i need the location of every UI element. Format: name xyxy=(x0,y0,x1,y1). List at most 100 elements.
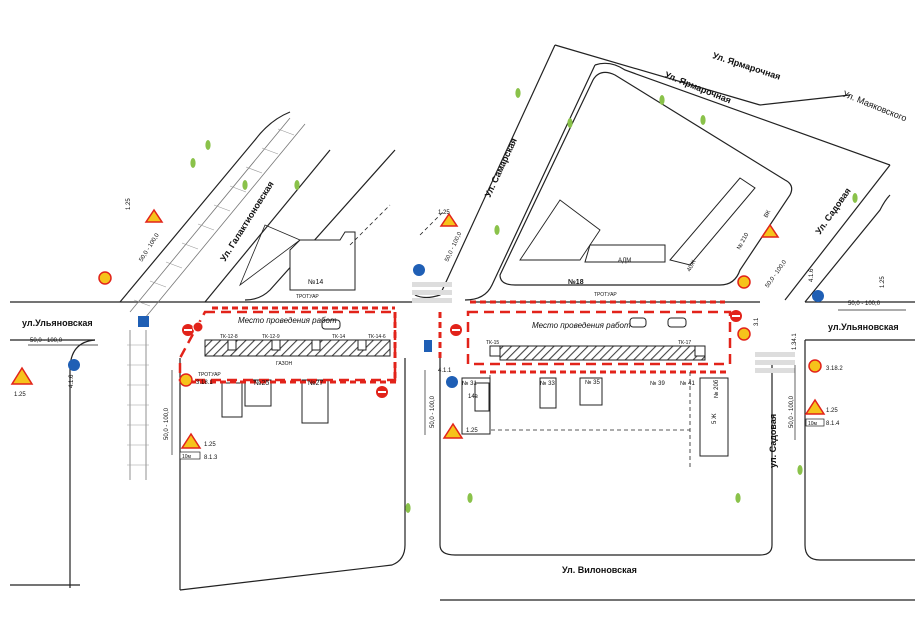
building-20b xyxy=(699,377,729,457)
street-samarskaya: Ул. Самарская xyxy=(483,136,519,198)
sign-roadworks-center: 1.25 xyxy=(442,422,478,439)
sign-roadworks-left: 1.25 xyxy=(10,366,34,398)
street-yarmarochnaya-top: Ул. Ярмарочная xyxy=(711,50,781,81)
sign-crossing-mid xyxy=(424,340,432,352)
chamber-tk12-9: ТК-12-9 xyxy=(262,334,280,340)
label-b5zh: 5 Ж xyxy=(712,413,718,424)
label-adm: АДМ xyxy=(618,258,631,264)
svg-text:1.25: 1.25 xyxy=(126,198,132,210)
dim-right-vert: 50,0 - 100,0 xyxy=(789,395,795,428)
sign-yellow-upper-right xyxy=(737,275,751,341)
street-vilonovskaya: Ул. Вилоновская xyxy=(562,565,637,575)
label-b27: №27 xyxy=(308,380,323,387)
svg-text:10м: 10м xyxy=(182,454,192,460)
street-sadovaya-upper: Ул. Садовая xyxy=(813,186,852,236)
svg-text:8.1.4: 8.1.4 xyxy=(826,421,840,427)
building-block-vk xyxy=(669,177,756,266)
sign-roadworks-right: 1.25 10м 8.1.4 xyxy=(804,398,840,427)
sign-4-1-6-left: 4.1.6 xyxy=(68,359,80,388)
label-40zh: 40Ж xyxy=(686,259,697,273)
svg-text:3.18.1: 3.18.1 xyxy=(196,380,213,386)
svg-text:3.18.2: 3.18.2 xyxy=(826,366,843,372)
central-block xyxy=(499,71,793,286)
sign-no-entry-left xyxy=(182,321,204,336)
sign-4-1-2 xyxy=(413,264,425,276)
label-vk: ВК xyxy=(763,209,772,219)
sidewalk-bottom-left: ТРОТУАР xyxy=(198,372,221,378)
sign-3-18-1: 3.18.1 xyxy=(179,373,213,387)
sign-no-entry-mid xyxy=(376,386,388,398)
svg-text:1.25: 1.25 xyxy=(466,428,478,434)
building-33 xyxy=(539,377,557,409)
dim-left-vert: 50,0 - 100,0 xyxy=(164,407,170,440)
dim-left: 50,0 - 100,0 xyxy=(30,338,63,344)
road-signs: 1.25 1.25 1.25 10м 8.1.3 1.25 1.25 10м 8… xyxy=(10,198,886,461)
street-labels: Ул. Ярмарочная Ул. Ярмарочная Ул. Маяков… xyxy=(22,50,908,575)
sign-4-1-1: 4.1.1 xyxy=(438,368,458,388)
trench-right xyxy=(499,345,706,361)
sign-3-18-2: 3.18.2 xyxy=(808,359,843,373)
label-b14v: 14в xyxy=(468,394,478,400)
svg-text:1.25: 1.25 xyxy=(14,392,26,398)
sign-no-entry-center xyxy=(450,324,462,336)
building-27 xyxy=(301,379,329,424)
svg-text:10м: 10м xyxy=(808,421,818,427)
svg-text:1.25: 1.25 xyxy=(204,442,216,448)
street-ulyanovskaya-left: ул.Ульяновская xyxy=(22,318,93,328)
svg-text:1.25: 1.25 xyxy=(880,276,886,288)
sidewalk-top-left: ТРОТУАР xyxy=(296,294,319,300)
label-b39: № 39 xyxy=(650,380,665,387)
sign-crossing-left xyxy=(138,316,149,327)
dashed-paths xyxy=(349,204,691,470)
label-b20b: № 20б xyxy=(713,379,720,398)
svg-text:4.1.1: 4.1.1 xyxy=(438,368,452,374)
svg-text:1.25: 1.25 xyxy=(826,408,838,414)
dim-galaktionovskaya: 50,0 - 100,0 xyxy=(139,232,161,263)
trench-left xyxy=(204,339,391,357)
sidewalk-top-right: ТРОТУАР xyxy=(594,292,617,298)
dim-right: 50,0 - 100,0 xyxy=(848,301,881,307)
sidewalk-labels: ТРОТУАР ТРОТУАР ТРОТУАР ГАЗОН xyxy=(198,292,617,378)
label-b18: №18 xyxy=(568,278,584,286)
svg-text:4.1.6: 4.1.6 xyxy=(69,374,75,388)
dim-samarskaya: 50,0 - 100,0 xyxy=(444,231,463,263)
chamber-tk12-8: ТК-12-8 xyxy=(220,334,238,340)
sign-yellow-upper-left xyxy=(98,271,112,285)
building-14 xyxy=(289,231,356,291)
label-b14: №14 xyxy=(308,279,323,286)
dim-sadovaya: 50,0 - 100,0 xyxy=(765,259,789,289)
lawn-label: ГАЗОН xyxy=(276,361,293,367)
work-label-left: Место проведения работ xyxy=(238,316,337,325)
sign-4-1-6-right: 4.1.6 xyxy=(809,268,824,302)
barriers xyxy=(190,300,730,384)
chamber-tk14-6: ТК-14-6 xyxy=(368,334,386,340)
svg-text:4.1.6: 4.1.6 xyxy=(809,268,815,282)
crosswalks xyxy=(412,282,795,373)
label-b35: № 35 xyxy=(585,379,600,386)
building-25-a xyxy=(221,382,243,418)
building-adm xyxy=(584,244,666,263)
sign-1-34-1: 1.34.1 xyxy=(792,333,798,350)
label-b210: № 210 xyxy=(736,231,751,251)
street-ulyanovskaya-right: ул.Ульяновская xyxy=(828,322,899,332)
svg-text:1.34.1: 1.34.1 xyxy=(792,333,798,350)
label-b25: №25 xyxy=(254,380,269,387)
svg-text:3.1: 3.1 xyxy=(754,317,760,326)
sign-roadworks-upper-right: 1.25 xyxy=(760,223,886,288)
work-labels: Место проведения работ Место проведения … xyxy=(220,316,691,346)
sign-no-entry-right: 3.1 xyxy=(730,310,760,326)
label-b41: № 41 xyxy=(680,380,695,387)
railway xyxy=(127,117,306,480)
label-b33: № 33 xyxy=(540,380,555,387)
sign-roadworks-upper-mid: 1.25 xyxy=(438,210,459,227)
work-zone-right xyxy=(466,310,732,366)
chamber-tk14: ТК-14 xyxy=(332,334,345,340)
dim-mid-vert: 50,0 - 100,0 xyxy=(430,395,436,428)
work-zone-left xyxy=(178,310,397,382)
chamber-tk17: ТК-17 xyxy=(678,340,691,346)
street-sadovaya-lower: ул. Садовая xyxy=(768,414,778,468)
label-b31: № 31 xyxy=(462,380,477,387)
svg-text:1.25: 1.25 xyxy=(438,210,450,216)
chamber-tk15: ТК-15 xyxy=(486,340,499,346)
